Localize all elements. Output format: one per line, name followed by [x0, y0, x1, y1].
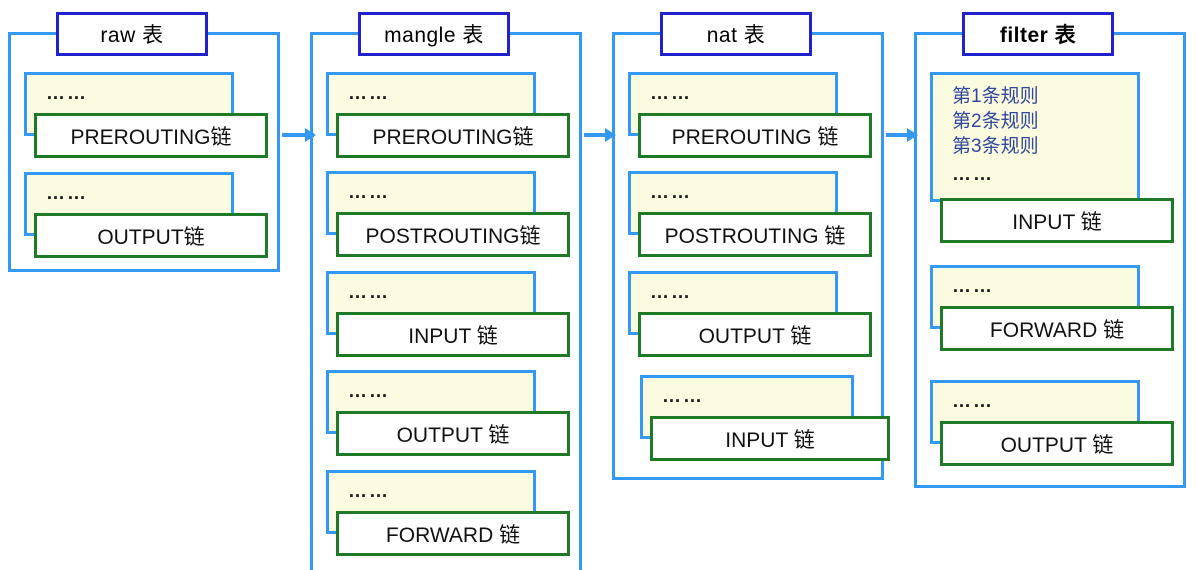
arrow-mangle-to-nat: [584, 128, 616, 142]
chain-dots: ……: [46, 183, 88, 204]
chain-group-filter-output: …… OUTPUT 链: [930, 380, 1174, 466]
chain-dots: ……: [46, 83, 88, 104]
chain-dots: ……: [650, 182, 692, 203]
chain-group-mangle-postrouting: …… POSTROUTING链: [326, 171, 570, 257]
chain-label-prerouting[interactable]: PREROUTING链: [336, 113, 570, 158]
arrow-nat-to-filter: [886, 128, 918, 142]
chain-dots: ……: [348, 182, 390, 203]
chain-label-postrouting[interactable]: POSTROUTING 链: [638, 212, 872, 257]
chain-label-input[interactable]: INPUT 链: [336, 312, 570, 357]
chain-group-filter-input: 第1条规则 第2条规则 第3条规则 …… INPUT 链: [930, 72, 1174, 244]
chain-dots: ……: [348, 83, 390, 104]
chain-label-output[interactable]: OUTPUT 链: [638, 312, 872, 357]
chain-dots: ……: [662, 386, 704, 407]
chain-group-mangle-input: …… INPUT 链: [326, 271, 570, 357]
chain-dots: ……: [348, 381, 390, 402]
chain-label-output[interactable]: OUTPUT 链: [336, 411, 570, 456]
chain-group-mangle-forward: …… FORWARD 链: [326, 470, 570, 556]
chain-rule-3: 第3条规则: [952, 136, 1039, 157]
chain-label-input[interactable]: INPUT 链: [940, 198, 1174, 243]
chain-label-forward[interactable]: FORWARD 链: [336, 511, 570, 556]
chain-card: [930, 72, 1140, 202]
chain-dots: ……: [952, 164, 994, 185]
table-title-filter: filter 表: [962, 12, 1114, 56]
chain-dots: ……: [348, 481, 390, 502]
chain-label-forward[interactable]: FORWARD 链: [940, 306, 1174, 351]
chain-group-mangle-output: …… OUTPUT 链: [326, 370, 570, 456]
chain-group-raw-output: …… OUTPUT链: [24, 172, 268, 258]
chain-group-nat-postrouting: …… POSTROUTING 链: [628, 171, 872, 257]
chain-label-postrouting[interactable]: POSTROUTING链: [336, 212, 570, 257]
chain-label-prerouting[interactable]: PREROUTING链: [34, 113, 268, 158]
table-title-nat: nat 表: [660, 12, 812, 56]
chain-label-output[interactable]: OUTPUT链: [34, 213, 268, 258]
chain-rule-1: 第1条规则: [952, 86, 1039, 107]
chain-dots: ……: [952, 391, 994, 412]
chain-dots: ……: [952, 276, 994, 297]
chain-group-filter-forward: …… FORWARD 链: [930, 265, 1174, 351]
chain-dots: ……: [348, 282, 390, 303]
chain-group-nat-output: …… OUTPUT 链: [628, 271, 872, 357]
chain-group-nat-input: …… INPUT 链: [640, 375, 890, 463]
chain-rule-2: 第2条规则: [952, 111, 1039, 132]
table-title-raw: raw 表: [56, 12, 208, 56]
chain-dots: ……: [650, 282, 692, 303]
chain-dots: ……: [650, 83, 692, 104]
chain-label-output[interactable]: OUTPUT 链: [940, 421, 1174, 466]
arrow-raw-to-mangle: [282, 128, 316, 142]
chain-label-input[interactable]: INPUT 链: [650, 416, 890, 461]
table-title-mangle: mangle 表: [358, 12, 510, 56]
chain-group-raw-prerouting: …… PREROUTING链: [24, 72, 268, 158]
chain-label-prerouting[interactable]: PREROUTING 链: [638, 113, 872, 158]
chain-group-nat-prerouting: …… PREROUTING 链: [628, 72, 872, 158]
chain-group-mangle-prerouting: …… PREROUTING链: [326, 72, 570, 158]
